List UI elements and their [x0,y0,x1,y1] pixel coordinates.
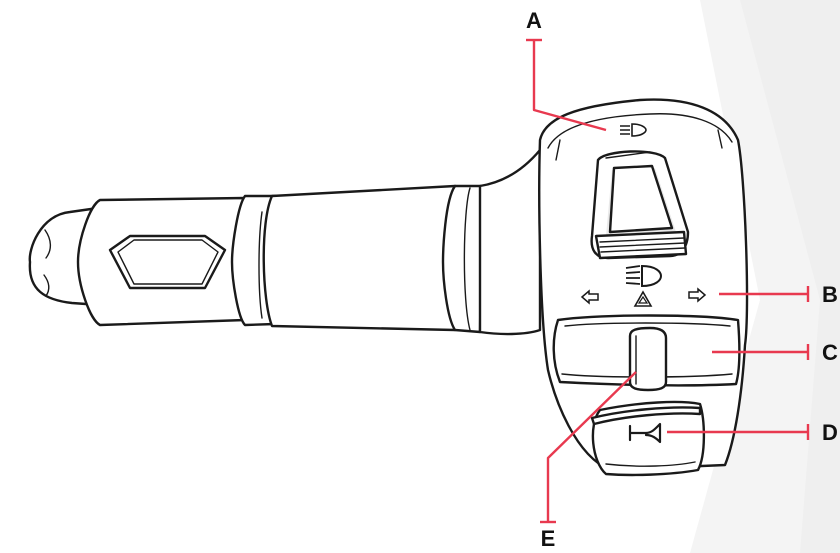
callout-b-label: B [822,282,838,307]
headlight-high-beam-face-icon [625,264,663,288]
background-band-inner [740,0,840,553]
turn-left-arrow-icon [580,289,599,305]
horn-button [590,400,706,477]
callout-e-leader [546,371,637,522]
callout-d-label: D [822,420,838,445]
callouts: A B C D E [526,8,838,551]
horn-icon [628,422,662,444]
callout-c-label: C [822,340,838,365]
handlebar-grip [28,184,484,334]
callout-a-label: A [526,8,542,33]
turn-right-arrow-icon [688,287,707,303]
callout-a-leader [532,40,607,132]
callout-e-label: E [541,526,556,551]
turn-signal-switch [552,314,741,392]
hazard-triangle-icon [633,290,653,307]
headlight-high-beam-icon [620,123,647,137]
